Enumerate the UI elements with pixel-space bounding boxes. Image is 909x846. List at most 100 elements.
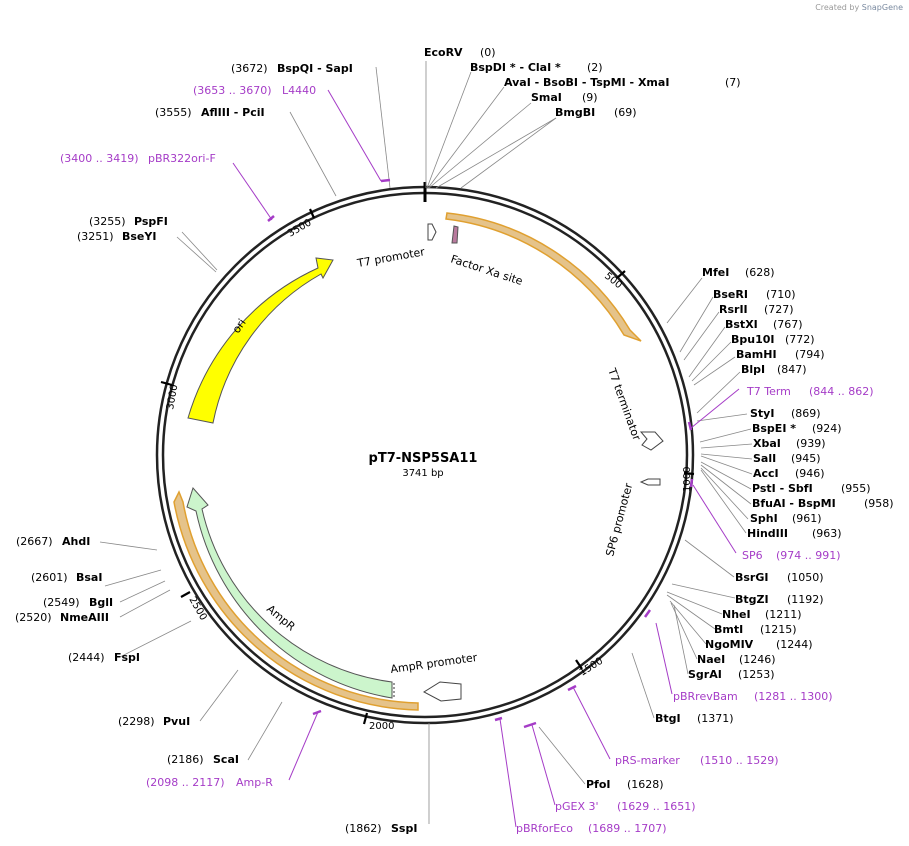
snapgene-logo: SnapGene bbox=[861, 3, 903, 12]
site-mfei-pos: (628) bbox=[745, 266, 775, 279]
site-mfei: MfeI bbox=[702, 266, 729, 279]
site-bseyi: BseYI bbox=[122, 230, 156, 243]
site-xbai-pos: (939) bbox=[796, 437, 826, 450]
site-nmeaiii: NmeAIII bbox=[60, 611, 109, 624]
primer-sp6: SP6 bbox=[742, 549, 763, 562]
primer-t7-term-range: (844 .. 862) bbox=[809, 385, 874, 398]
primer-pbrrevbam: pBRrevBam bbox=[673, 690, 738, 703]
primer-amp-r-range: (2098 .. 2117) bbox=[146, 776, 225, 789]
primer-pbrforeco: pBRforEco bbox=[516, 822, 573, 835]
site-btgzi-pos: (1192) bbox=[787, 593, 824, 606]
site-bsai-pos: (2601) bbox=[31, 571, 68, 584]
tick-3000: 3000 bbox=[165, 384, 180, 411]
site-sali: SalI bbox=[753, 452, 776, 465]
site-sphi: SphI bbox=[750, 512, 778, 525]
site-acci-pos: (946) bbox=[795, 467, 825, 480]
site-pfoi-pos: (1628) bbox=[627, 778, 664, 791]
site-rsrii-pos: (727) bbox=[764, 303, 794, 316]
site-avai-group-pos: (7) bbox=[725, 76, 741, 89]
site-hindiii: HindIII bbox=[747, 527, 788, 540]
tick-1000: 1000 bbox=[682, 467, 693, 492]
snapgene-credit: Created by SnapGene bbox=[815, 3, 903, 12]
site-sphi-pos: (961) bbox=[792, 512, 822, 525]
sp6-promoter-arrow bbox=[639, 478, 661, 486]
primer-prs-marker: pRS-marker bbox=[615, 754, 680, 767]
site-pspfi: PspFI bbox=[134, 215, 168, 228]
site-pvui-pos: (2298) bbox=[118, 715, 155, 728]
site-nhei-pos: (1211) bbox=[765, 608, 802, 621]
site-naei-pos: (1246) bbox=[739, 653, 776, 666]
site-pvui: PvuI bbox=[163, 715, 190, 728]
site-bspqi-sapi-pos: (3672) bbox=[231, 62, 268, 75]
site-fspi: FspI bbox=[114, 651, 140, 664]
site-ecorv-pos: (0) bbox=[480, 46, 496, 59]
ampr-promoter-arrow bbox=[422, 681, 462, 702]
site-bamhi-pos: (794) bbox=[795, 348, 825, 361]
site-bseyi-pos: (3251) bbox=[77, 230, 114, 243]
site-bmgbi: BmgBI bbox=[555, 106, 595, 119]
ampr-orf-outline bbox=[173, 490, 419, 711]
plasmid-name: pT7-NSP5SA11 bbox=[369, 451, 478, 466]
primer-pbr322ori-f-range: (3400 .. 3419) bbox=[60, 152, 139, 165]
site-scai-pos: (2186) bbox=[167, 753, 204, 766]
site-bpu10i-pos: (772) bbox=[785, 333, 815, 346]
site-sgrai: SgrAI bbox=[688, 668, 722, 681]
site-btgi-pos: (1371) bbox=[697, 712, 734, 725]
site-bsrgi: BsrGI bbox=[735, 571, 768, 584]
factor-xa-site-marker bbox=[451, 225, 459, 244]
site-bfuai-bspmi-pos: (958) bbox=[864, 497, 894, 510]
site-sspi: SspI bbox=[391, 822, 417, 835]
primer-l4440: L4440 bbox=[282, 84, 316, 97]
site-acci: AccI bbox=[753, 467, 779, 480]
site-bspei: BspEI * bbox=[752, 422, 796, 435]
feature-label-sp6-promoter: SP6 promoter bbox=[603, 481, 635, 557]
site-afliii-pcii: AflIII - PciI bbox=[201, 106, 265, 119]
site-xbai: XbaI bbox=[753, 437, 781, 450]
primer-labels: (3653 .. 3670) L4440 (3400 .. 3419) pBR3… bbox=[60, 84, 874, 835]
site-bmti-pos: (1215) bbox=[760, 623, 797, 636]
site-styi: StyI bbox=[750, 407, 774, 420]
site-ahdi-pos: (2667) bbox=[16, 535, 53, 548]
site-hindiii-pos: (963) bbox=[812, 527, 842, 540]
site-bsrgi-pos: (1050) bbox=[787, 571, 824, 584]
primer-leader-lines bbox=[232, 89, 740, 828]
primer-t7-term: T7 Term bbox=[746, 385, 791, 398]
site-bspei-pos: (924) bbox=[812, 422, 842, 435]
site-blpi: BlpI bbox=[741, 363, 765, 376]
site-bseri-pos: (710) bbox=[766, 288, 796, 301]
site-leader-lines bbox=[99, 61, 753, 824]
site-rsrii: RsrII bbox=[719, 303, 748, 316]
site-bgli-pos: (2549) bbox=[43, 596, 80, 609]
site-scai: ScaI bbox=[213, 753, 239, 766]
primer-bars bbox=[267, 178, 694, 729]
primer-pbrforeco-range: (1689 .. 1707) bbox=[588, 822, 667, 835]
feature-label-t7-promoter: T7 promoter bbox=[355, 245, 426, 270]
coordinate-ticks bbox=[160, 208, 695, 725]
tick-1500: 1500 bbox=[578, 656, 605, 679]
site-nmeaiii-pos: (2520) bbox=[15, 611, 52, 624]
feature-label-ampr-promoter: AmpR promoter bbox=[390, 651, 479, 676]
site-bspqi-sapi: BspQI - SapI bbox=[277, 62, 353, 75]
t7-promoter-arrow bbox=[427, 223, 437, 241]
primer-l4440-range: (3653 .. 3670) bbox=[193, 84, 272, 97]
site-bamhi: BamHI bbox=[736, 348, 777, 361]
site-styi-pos: (869) bbox=[791, 407, 821, 420]
feature-label-t7-terminator: T7 terminator bbox=[605, 366, 644, 443]
site-bgli: BglI bbox=[89, 596, 113, 609]
site-btgi: BtgI bbox=[655, 712, 681, 725]
site-afliii-pcii-pos: (3555) bbox=[155, 106, 192, 119]
primer-amp-r: Amp-R bbox=[236, 776, 273, 789]
t7-terminator-arrow bbox=[639, 431, 664, 451]
primer-pgex-3: pGEX 3' bbox=[555, 800, 599, 813]
site-bmgbi-pos: (69) bbox=[614, 106, 637, 119]
tick-3500: 3500 bbox=[286, 217, 314, 239]
site-psti-sbfi: PstI - SbfI bbox=[752, 482, 813, 495]
tick-2000: 2000 bbox=[369, 721, 394, 732]
site-bseri: BseRI bbox=[713, 288, 748, 301]
site-smai: SmaI bbox=[531, 91, 562, 104]
site-sgrai-pos: (1253) bbox=[738, 668, 775, 681]
site-bstxi: BstXI bbox=[725, 318, 758, 331]
plasmid-length: 3741 bp bbox=[402, 468, 443, 479]
primer-pbr322ori-f: pBR322ori-F bbox=[148, 152, 216, 165]
